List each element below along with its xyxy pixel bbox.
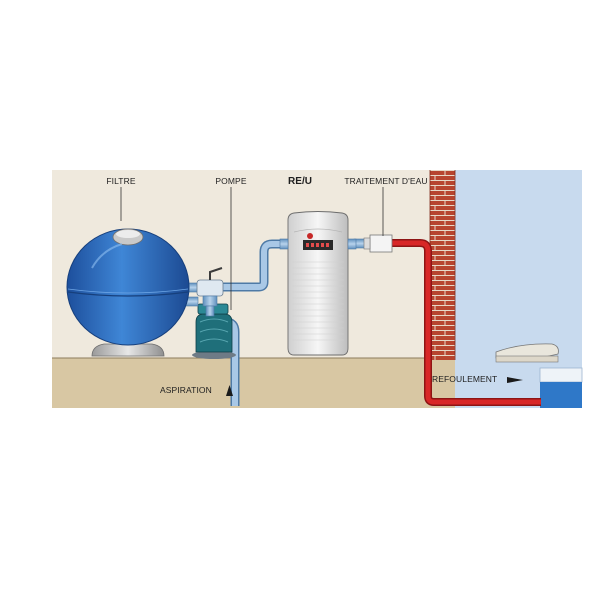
label-reu: RE/U (288, 176, 312, 187)
label-refoulement: REFOULEMENT (432, 374, 497, 384)
ground (52, 358, 434, 408)
pipe-pump-to-heater (222, 239, 282, 292)
brand-logo-icon (307, 233, 313, 239)
brick-wall (430, 170, 455, 360)
sand-filter (66, 228, 190, 357)
multiport-valve (196, 267, 224, 317)
label-leaders (120, 187, 384, 310)
heat-pump-reu (279, 211, 357, 356)
label-aspiration: ASPIRATION (160, 385, 212, 395)
arrow-up-icon (226, 385, 233, 396)
pool-lower (540, 382, 582, 408)
pool-edge (539, 367, 583, 383)
label-filtre: FILTRE (106, 176, 135, 186)
arrow-right-icon (507, 377, 523, 383)
water-treatment-unit (363, 234, 393, 253)
return-pipe-red (392, 239, 541, 406)
pump (192, 303, 236, 359)
label-pompe: POMPE (215, 176, 246, 186)
label-traitement: TRAITEMENT D'EAU (344, 176, 427, 186)
pool-coping (495, 343, 559, 359)
